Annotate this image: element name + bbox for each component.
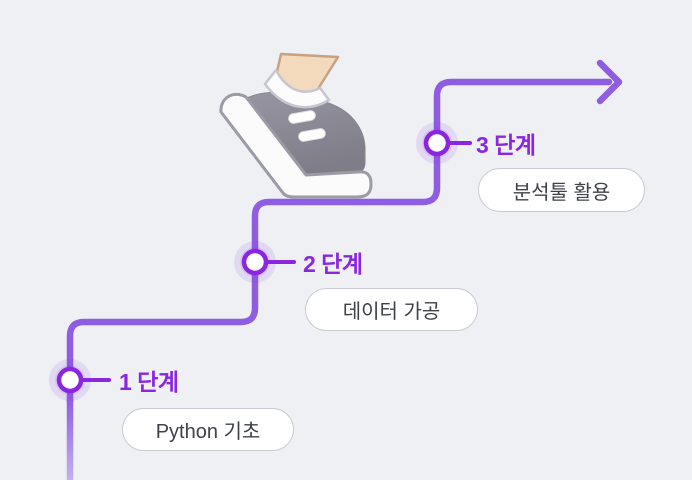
step-1-node xyxy=(49,359,111,401)
shoe-sock xyxy=(263,68,331,109)
step-2-topic-pill: 데이터 가공 xyxy=(305,288,478,331)
step-3-node xyxy=(416,122,472,164)
step-2-label: 2 단계 xyxy=(303,251,363,277)
step-3-label: 3 단계 xyxy=(476,132,536,158)
step-3-topic-pill: 분석툴 활용 xyxy=(478,168,645,212)
shoe-sole xyxy=(219,92,373,199)
step-1-topic-pill: Python 기초 xyxy=(122,408,294,451)
arrow-right-icon xyxy=(596,59,623,105)
step-2-node xyxy=(234,241,296,283)
step-1-label: 1 단계 xyxy=(119,369,179,395)
progress-path xyxy=(66,78,613,406)
shoe-laces xyxy=(288,110,326,142)
walking-shoe-illustration xyxy=(219,52,373,199)
